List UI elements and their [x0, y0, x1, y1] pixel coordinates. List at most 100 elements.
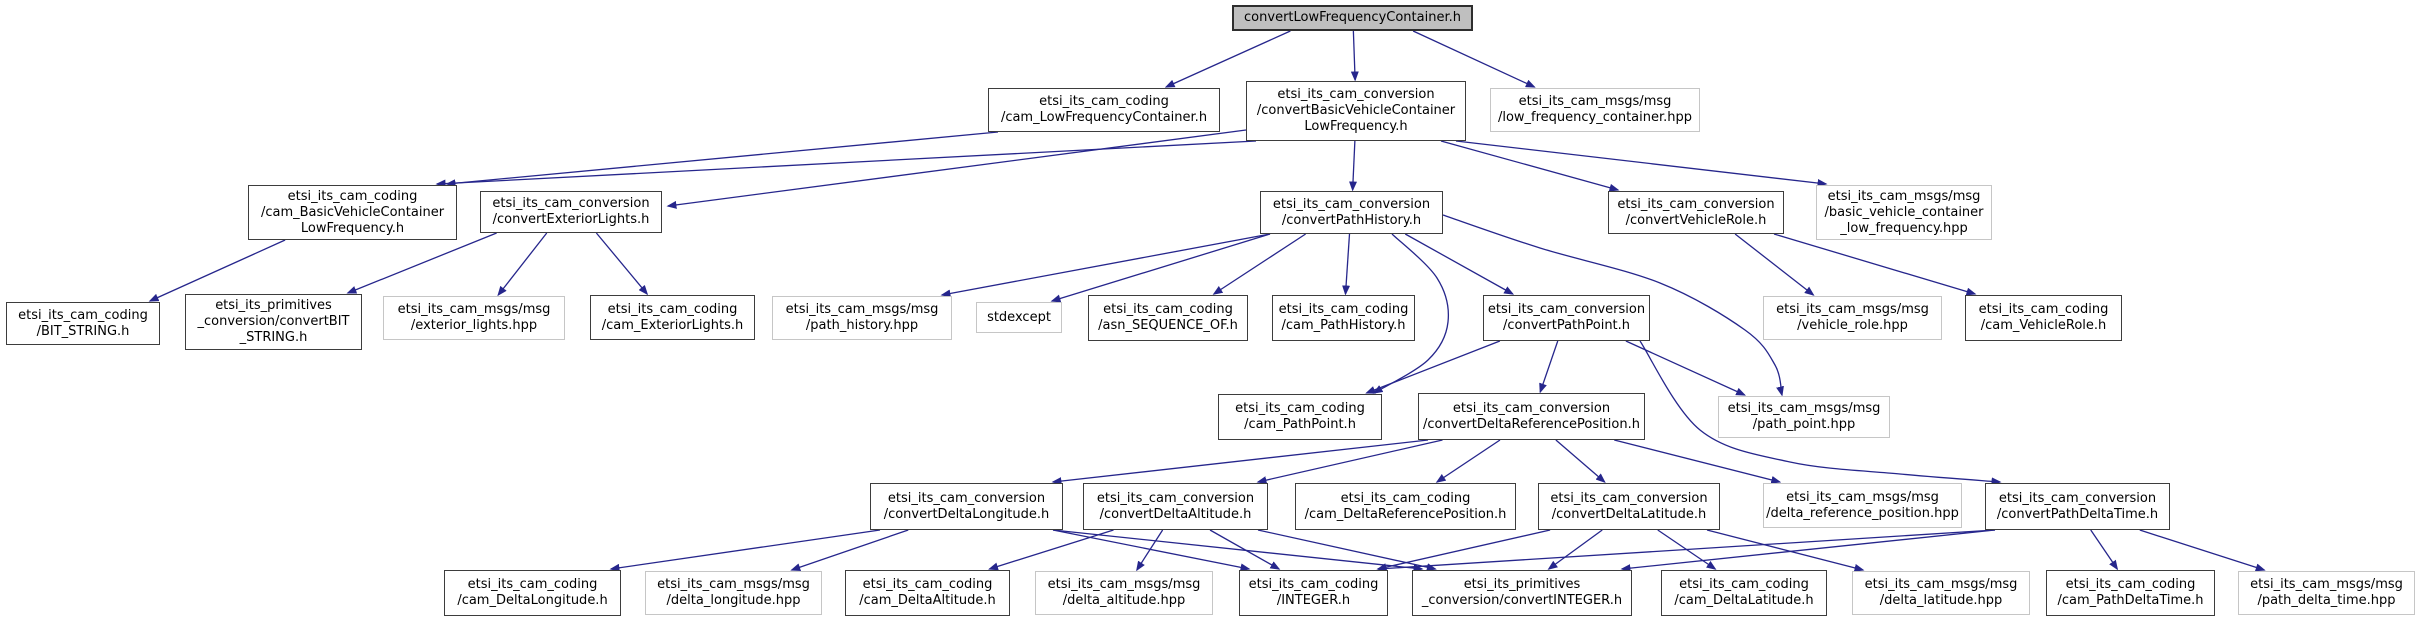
include-edge-convert-basic-vehicle-container-low-frequency--convert-path-history [1349, 140, 1358, 192]
include-edge-convert-path-delta-time--cam-path-delta-time [2090, 529, 2119, 571]
node-convert-vehicle-role[interactable]: etsi_its_cam_conversion/convertVehicleRo… [1608, 191, 1784, 234]
include-edge-convert-path-point--cam-path-point [1365, 340, 1501, 394]
node-cam-delta-altitude[interactable]: etsi_its_cam_coding/cam_DeltaAltitude.h [845, 570, 1010, 616]
node-label-line: /path_delta_time.hpp [2257, 593, 2396, 608]
node-cam-delta-latitude[interactable]: etsi_its_cam_coding/cam_DeltaLatitude.h [1661, 570, 1827, 616]
node-label-line: /convertDeltaAltitude.h [1099, 506, 1252, 522]
node-label-line: etsi_its_cam_coding [1679, 577, 1809, 592]
node-label-line: /cam_ExteriorLights.h [601, 317, 744, 333]
node-path-history-hpp[interactable]: etsi_its_cam_msgs/msg/path_history.hpp [772, 296, 952, 340]
node-label-line: /cam_LowFrequencyContainer.h [1000, 110, 1208, 125]
node-convert-path-delta-time[interactable]: etsi_its_cam_conversion/convertPathDelta… [1985, 483, 2170, 530]
node-convert-delta-latitude[interactable]: etsi_its_cam_conversion/convertDeltaLati… [1538, 483, 1720, 530]
node-label-line: /INTEGER.h [1276, 593, 1351, 608]
include-edge-convert-path-history--path-point-hpp [1442, 214, 1784, 397]
node-label-line: etsi_its_cam_msgs/msg [1047, 577, 1201, 592]
node-cam-basic-vehicle-container-low-frequency[interactable]: etsi_its_cam_coding/cam_BasicVehicleCont… [248, 185, 457, 240]
node-cam-exterior-lights[interactable]: etsi_its_cam_coding/cam_ExteriorLights.h [590, 295, 755, 340]
include-edge-convert-path-point--convert-path-delta-time [1639, 340, 2002, 486]
node-vehicle-role-hpp[interactable]: etsi_its_cam_msgs/msg/vehicle_role.hpp [1763, 296, 1942, 340]
node-cam-delta-longitude[interactable]: etsi_its_cam_coding/cam_DeltaLongitude.h [444, 570, 621, 616]
include-edge-convert-path-history--cam-path-history [1342, 233, 1351, 296]
node-label-line: etsi_its_cam_coding [1978, 302, 2109, 317]
node-convert-path-history[interactable]: etsi_its_cam_conversion/convertPathHisto… [1260, 191, 1443, 234]
node-cam-path-history[interactable]: etsi_its_cam_coding/cam_PathHistory.h [1272, 295, 1415, 341]
node-exterior-lights-hpp[interactable]: etsi_its_cam_msgs/msg/exterior_lights.hp… [383, 296, 565, 340]
node-label-line: etsi_its_cam_msgs/msg [1786, 489, 1939, 505]
node-label-line: _conversion/convertINTEGER.h [1421, 593, 1623, 608]
node-convert-delta-reference-position[interactable]: etsi_its_cam_conversion/convertDeltaRefe… [1418, 393, 1645, 440]
node-convert-integer[interactable]: etsi_its_primitives_conversion/convertIN… [1412, 570, 1632, 616]
node-bit-string[interactable]: etsi_its_cam_coding/BIT_STRING.h [6, 302, 160, 345]
node-label-line: etsi_its_cam_conversion [1550, 490, 1708, 506]
node-cam-path-delta-time[interactable]: etsi_its_cam_coding/cam_PathDeltaTime.h [2046, 570, 2215, 616]
node-label-line: /convertDeltaLongitude.h [883, 506, 1050, 522]
node-label-line: /path_history.hpp [805, 318, 919, 333]
node-convert-bit-string[interactable]: etsi_its_primitives_conversion/convertBI… [185, 294, 362, 350]
node-cam-path-point[interactable]: etsi_its_cam_coding/cam_PathPoint.h [1218, 394, 1382, 440]
node-convert-basic-vehicle-container-low-frequency[interactable]: etsi_its_cam_conversion/convertBasicVehi… [1246, 81, 1466, 141]
node-label-line: etsi_its_cam_conversion [492, 196, 650, 211]
node-label-line: etsi_its_primitives [215, 298, 332, 313]
node-label-line: etsi_its_cam_coding [1340, 490, 1471, 506]
include-edge-convert-delta-latitude--convert-integer [1547, 529, 1603, 570]
include-edge-root--convert-basic-vehicle-container-low-frequency [1350, 30, 1359, 82]
node-label-line: etsi_its_cam_coding [1103, 302, 1233, 317]
include-edge-convert-path-point--convert-delta-reference-position [1539, 340, 1559, 394]
node-asn-sequence-of[interactable]: etsi_its_cam_coding/asn_SEQUENCE_OF.h [1088, 295, 1248, 341]
node-path-point-hpp[interactable]: etsi_its_cam_msgs/msg/path_point.hpp [1718, 396, 1890, 438]
node-label-line: etsi_its_cam_coding [1248, 577, 1379, 592]
include-edge-convert-path-point--path-point-hpp [1625, 340, 1746, 396]
node-delta-latitude-hpp[interactable]: etsi_its_cam_msgs/msg/delta_latitude.hpp [1852, 571, 2030, 615]
include-edge-convert-vehicle-role--cam-vehicle-role [1773, 233, 1977, 296]
node-convert-delta-altitude[interactable]: etsi_its_cam_conversion/convertDeltaAlti… [1083, 483, 1268, 530]
node-path-delta-time-hpp[interactable]: etsi_its_cam_msgs/msg/path_delta_time.hp… [2238, 571, 2415, 615]
include-edge-convert-vehicle-role--vehicle-role-hpp [1734, 233, 1815, 296]
node-delta-altitude-hpp[interactable]: etsi_its_cam_msgs/msg/delta_altitude.hpp [1035, 571, 1213, 615]
node-label-line: /cam_DeltaLatitude.h [1674, 593, 1814, 608]
include-edge-convert-delta-latitude--delta-latitude-hpp [1706, 529, 1865, 572]
node-label-line: /convertBasicVehicleContainer [1256, 103, 1456, 118]
node-label-line: stdexcept [987, 309, 1051, 325]
include-edge-convert-delta-longitude--integer [1052, 529, 1251, 572]
node-cam-low-frequency-container[interactable]: etsi_its_cam_coding/cam_LowFrequencyCont… [988, 88, 1220, 132]
node-label-line: etsi_its_primitives [1463, 577, 1581, 592]
node-convert-exterior-lights[interactable]: etsi_its_cam_conversion/convertExteriorL… [480, 191, 662, 233]
node-integer[interactable]: etsi_its_cam_coding/INTEGER.h [1239, 570, 1388, 616]
node-label-line: _STRING.h [239, 330, 308, 345]
node-stdexcept[interactable]: stdexcept [976, 302, 1062, 333]
node-label-line: etsi_its_cam_msgs/msg [1827, 188, 1981, 204]
node-label-line: /delta_altitude.hpp [1062, 593, 1186, 608]
node-low-frequency-container-hpp[interactable]: etsi_its_cam_msgs/msg/low_frequency_cont… [1490, 88, 1700, 132]
node-label-line: etsi_its_cam_msgs/msg [397, 302, 551, 317]
node-label-line: LowFrequency.h [300, 220, 405, 236]
node-label-line: /convertPathHistory.h [1281, 212, 1422, 228]
include-edge-convert-delta-latitude--integer [1376, 529, 1551, 572]
include-edge-convert-delta-reference-position--cam-delta-reference-position [1435, 439, 1501, 483]
node-label-line: etsi_its_cam_conversion [1096, 490, 1255, 506]
include-edge-convert-delta-altitude--convert-integer [1257, 529, 1437, 572]
include-edge-convert-delta-reference-position--convert-delta-altitude [1256, 439, 1443, 485]
include-edge-convert-path-history--stdexcept [1050, 233, 1271, 303]
node-label-line: _conversion/convertBIT [197, 314, 350, 329]
node-label-line: _low_frequency.hpp [1840, 220, 1968, 236]
node-cam-vehicle-role[interactable]: etsi_its_cam_coding/cam_VehicleRole.h [1965, 295, 2122, 341]
include-edge-convert-delta-altitude--integer [1209, 529, 1281, 570]
include-edge-convert-path-delta-time--path-delta-time-hpp [2139, 529, 2266, 572]
node-label-line: etsi_its_cam_conversion [1277, 87, 1435, 102]
node-root: convertLowFrequencyContainer.h [1232, 5, 1473, 31]
include-edge-convert-basic-vehicle-container-low-frequency--basic-vehicle-container-low-frequency-hpp [1455, 140, 1828, 187]
node-convert-path-point[interactable]: etsi_its_cam_conversion/convertPathPoint… [1483, 295, 1650, 341]
node-label-line: /delta_reference_position.hpp [1766, 505, 1959, 521]
include-edge-convert-basic-vehicle-container-low-frequency--cam-basic-vehicle-container-low-frequency [435, 140, 1257, 188]
include-edge-convert-delta-altitude--cam-delta-altitude [988, 529, 1114, 571]
node-delta-longitude-hpp[interactable]: etsi_its_cam_msgs/msg/delta_longitude.hp… [645, 571, 822, 615]
node-cam-delta-reference-position[interactable]: etsi_its_cam_coding/cam_DeltaReferencePo… [1295, 483, 1516, 530]
node-delta-reference-position-hpp[interactable]: etsi_its_cam_msgs/msg/delta_reference_po… [1763, 483, 1962, 528]
node-convert-delta-longitude[interactable]: etsi_its_cam_conversion/convertDeltaLong… [870, 483, 1063, 530]
node-basic-vehicle-container-low-frequency-hpp[interactable]: etsi_its_cam_msgs/msg/basic_vehicle_cont… [1816, 185, 1992, 240]
include-edge-convert-exterior-lights--cam-exterior-lights [595, 232, 649, 296]
include-edge-cam-low-frequency-container--cam-basic-vehicle-container-low-frequency [445, 131, 999, 188]
